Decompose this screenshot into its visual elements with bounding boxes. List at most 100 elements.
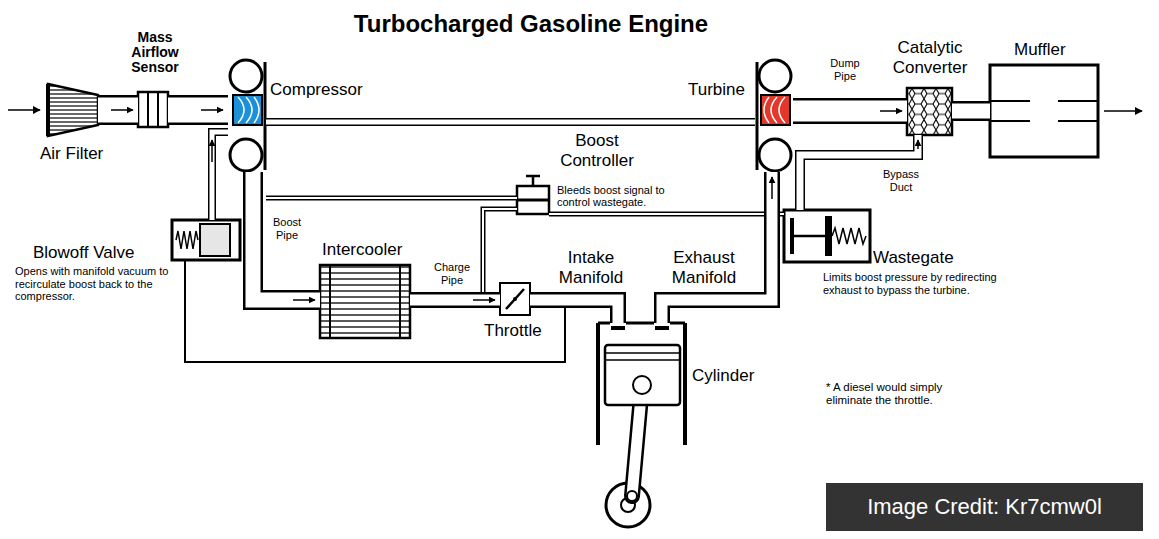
turbine-icon-part — [761, 95, 790, 125]
compressor-icon-part — [233, 95, 262, 125]
cylinder-illustration-part — [633, 376, 651, 394]
throttle-icon — [500, 283, 530, 315]
air-filter-icon — [48, 84, 98, 136]
air-filter: Air Filter — [48, 84, 98, 136]
pipe-label: Charge Pipe — [429, 261, 475, 286]
flow-arrow — [111, 109, 133, 111]
pipe-connector — [168, 110, 228, 111]
boost-controller: Boost ControllerBleeds boost signal to c… — [517, 176, 549, 214]
wastegate: WastegateLimits boost pressure by redire… — [784, 210, 870, 262]
catalytic-converter-icon-part — [907, 88, 952, 135]
connector-wall — [266, 196, 517, 201]
boost-controller-icon-part — [517, 186, 549, 214]
flow-arrow — [293, 299, 315, 301]
connector-bore — [168, 98, 228, 123]
connector-wall — [549, 212, 784, 217]
muffler-icon-part — [990, 65, 1098, 157]
intercooler-icon-part — [320, 265, 410, 338]
component-label: Blowoff Valve — [33, 243, 134, 263]
intercooler-icon — [320, 265, 410, 338]
pipe-connector — [266, 122, 755, 123]
blowoff-valve: Blowoff ValveOpens with manifold vacuum … — [172, 220, 240, 260]
wastegate-icon — [784, 210, 870, 262]
mass-airflow-sensor-icon-part — [138, 92, 168, 127]
flow-arrow — [917, 140, 919, 149]
throttle-icon-part — [500, 283, 530, 315]
turbine: Turbine — [755, 60, 793, 172]
connector-bore — [212, 132, 228, 220]
connector-wall — [530, 300, 618, 323]
connector-bore — [253, 172, 320, 300]
connector-wall — [98, 95, 138, 125]
component-label: Boost Controller — [547, 131, 647, 170]
cylinder-illustration-part — [655, 326, 669, 330]
throttle: Throttle — [500, 283, 530, 315]
mass-airflow-sensor: Mass Airflow Sensor — [138, 92, 168, 127]
connector-bore — [662, 172, 772, 323]
compressor-icon-part — [230, 139, 262, 171]
catalytic-converter: Catalytic Converter — [907, 88, 952, 135]
connector-wall — [266, 118, 755, 126]
intercooler: Intercooler — [320, 265, 410, 338]
component-note: Limits boost pressure by redirecting exh… — [823, 271, 1035, 296]
muffler: Muffler — [990, 65, 1098, 157]
flow-arrow — [880, 110, 902, 112]
component-label: Wastegate — [873, 248, 954, 268]
cylinder-illustration-part — [605, 345, 680, 405]
pipe-label: Dump Pipe — [824, 57, 866, 82]
signal-line — [549, 214, 784, 215]
note-text: * A diesel would simply eliminate the th… — [826, 381, 976, 407]
throttle-icon-part — [513, 297, 517, 301]
turbine-icon — [757, 60, 791, 171]
cylinder-illustration-part — [605, 353, 680, 360]
connector-bore — [266, 120, 755, 125]
boost-controller-icon — [517, 176, 549, 214]
compressor: Compressor — [228, 60, 266, 172]
component-note: Opens with manifold vacuum to recirculat… — [15, 265, 181, 303]
turbine-icon-part — [764, 97, 785, 123]
wastegate-icon-part — [784, 210, 870, 262]
connector-wall — [185, 260, 565, 362]
pipe-label: Intake Manifold — [552, 248, 630, 287]
muffler-icon — [990, 65, 1098, 157]
catalytic-converter-icon — [907, 88, 952, 135]
turbine-icon-part — [759, 60, 791, 92]
wastegate-icon-part — [832, 228, 866, 244]
diagram-title: Turbocharged Gasoline Engine — [281, 10, 781, 38]
blowoff-valve-icon — [172, 220, 240, 260]
connector-bore — [530, 300, 618, 323]
turbine-icon-part — [756, 62, 759, 170]
boost-controller-icon-part — [526, 176, 540, 186]
connector-bore — [483, 209, 517, 292]
signal-line — [266, 198, 517, 199]
connector-wall — [662, 172, 772, 323]
connector-bore — [549, 213, 784, 215]
image-credit: Image Credit: Kr7cmw0l — [826, 483, 1143, 531]
turbine-icon-part — [759, 139, 791, 171]
connector-bore — [98, 98, 138, 123]
connector-bore — [952, 104, 990, 119]
connector-wall — [952, 101, 990, 121]
pipe-connector — [662, 172, 772, 323]
component-label: Catalytic Converter — [880, 38, 980, 77]
pipe-label: Boost Pipe — [268, 216, 306, 241]
pipe-connector — [793, 111, 907, 112]
cylinder-illustration-part — [611, 326, 625, 330]
boost-controller-icon-part — [517, 199, 549, 202]
component-label: Cylinder — [692, 366, 754, 386]
wastegate-icon-part — [792, 235, 825, 238]
pipe-connector — [212, 132, 228, 220]
cylinder-illustration-part — [627, 491, 637, 501]
blowoff-valve-icon-part — [200, 224, 230, 256]
flow-arrow — [771, 177, 773, 199]
flow-arrow — [201, 109, 223, 111]
connector-wall — [793, 98, 907, 124]
signal-line — [483, 209, 517, 292]
connector-wall — [483, 209, 517, 292]
connector-wall — [212, 132, 228, 220]
component-label: Compressor — [270, 80, 363, 100]
blowoff-valve-icon-part — [172, 220, 240, 260]
connector-bore — [266, 197, 517, 199]
component-label: Turbine — [688, 80, 745, 100]
air-filter-icon-part — [46, 84, 50, 136]
